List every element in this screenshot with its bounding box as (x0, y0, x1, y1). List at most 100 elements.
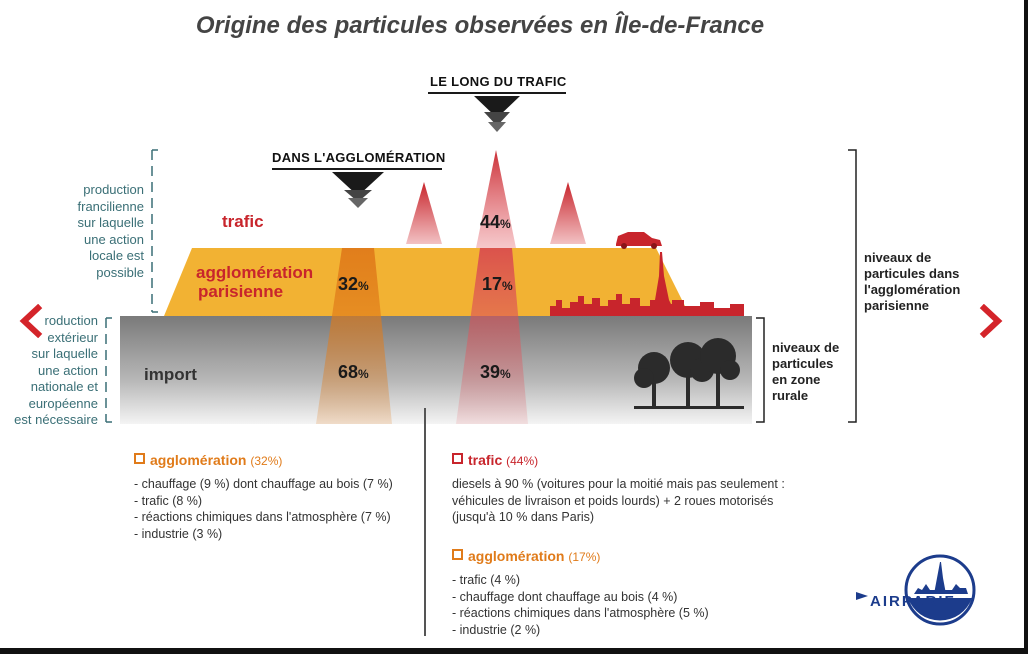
agglo-callout-arrow (272, 168, 442, 208)
legend-agglomeration2-list: - trafic (4 %) - chauffage dont chauffag… (452, 572, 709, 638)
pct-agglo-left: 32% (338, 274, 369, 295)
pct-agglo-right: 17% (482, 274, 513, 295)
list-item: véhicules de livraison et poids lourds) … (452, 493, 774, 508)
left-text-line: francilienne (77, 198, 145, 214)
list-item: - trafic (4 %) (452, 573, 521, 587)
label-urban-levels: niveaux de particules dans l'agglomérati… (864, 250, 960, 314)
eiffel-tower-icon (652, 252, 672, 306)
left-text-line: sur laquelle (77, 215, 145, 230)
pct-value: 68 (338, 362, 359, 382)
callout-agglomeration: DANS L'AGGLOMÉRATION (272, 150, 446, 165)
left-text-line: possible (96, 264, 144, 280)
layer-label-trafic: trafic (222, 212, 264, 231)
side-text-line: en zone (772, 372, 821, 387)
legend-trafic-list: diesels à 90 % (voitures pour la moitié … (452, 476, 785, 526)
list-item: - chauffage dont chauffage au bois (4 %) (452, 589, 678, 604)
legend-heading-text: trafic (468, 452, 503, 468)
pct-unit: % (358, 367, 369, 381)
trees-icon (634, 338, 744, 409)
left-text-line: nationale et (30, 379, 98, 394)
left-text-external: roduction extérieur sur laquelle une act… (0, 313, 98, 429)
list-item: - réactions chimiques dans l'atmosphère … (134, 510, 391, 524)
pct-value: 39 (480, 362, 501, 382)
legend-square-icon (134, 453, 145, 464)
pct-import-left: 68% (338, 362, 369, 383)
legend-square-icon (452, 453, 463, 464)
left-text-line: extérieur (47, 329, 98, 345)
eiffel-tower-icon (914, 562, 968, 594)
trafic-beam (456, 248, 528, 424)
left-text-line: sur laquelle (31, 346, 99, 361)
legend-heading-text: agglomération (468, 548, 565, 564)
layer-label-agglomeration: agglomération parisienne (196, 263, 313, 301)
side-text-line: particules (772, 356, 834, 371)
pct-trafic: 44% (480, 212, 511, 233)
legend-divider (424, 408, 426, 636)
left-bracket-top (151, 149, 158, 313)
pct-import-right: 39% (480, 362, 511, 383)
agglo-beam (316, 248, 392, 424)
legend-trafic-heading: trafic (44%) (452, 452, 538, 468)
list-item: - industrie (3 %) (134, 526, 223, 541)
side-text-line: rurale (772, 388, 809, 403)
car-icon (616, 232, 662, 249)
legend-share: (44%) (506, 454, 539, 468)
airparif-logo (856, 554, 976, 626)
layer-label-line: parisienne (198, 282, 284, 301)
side-text-line: niveaux de (864, 250, 932, 265)
legend-heading-text: agglomération (150, 452, 247, 468)
diagram-title: Origine des particules observées en Île-… (195, 12, 765, 39)
left-bracket-bottom (105, 317, 112, 423)
next-slide-button[interactable] (978, 304, 1004, 338)
chevron-left-icon (19, 304, 43, 338)
legend-agglomeration-list: - chauffage (9 %) dont chauffage au bois… (134, 476, 393, 542)
side-spike-right (550, 182, 586, 244)
legend-share: (32%) (250, 454, 283, 468)
left-text-local: production francilienne sur laquelle une… (40, 182, 145, 281)
list-item: diesels à 90 % (voitures pour la moitié … (452, 477, 785, 491)
side-text-line: particules dans (864, 266, 960, 281)
list-item: (jusqu'à 10 % dans Paris) (452, 510, 595, 524)
pct-value: 44 (480, 212, 501, 232)
right-bracket-urban (848, 149, 857, 423)
pct-unit: % (358, 279, 369, 293)
side-spike-left (406, 182, 442, 244)
side-text-line: parisienne (864, 298, 930, 313)
layer-label-line: agglomération (196, 263, 314, 282)
left-text-line: production (83, 182, 144, 197)
layer-label-import: import (144, 365, 197, 384)
list-item: - chauffage (9 %) dont chauffage au bois… (134, 477, 393, 491)
pct-unit: % (500, 217, 511, 231)
logo-text: AIRPARIF (870, 593, 956, 610)
pct-value: 17 (482, 274, 503, 294)
pct-value: 32 (338, 274, 359, 294)
list-item: - trafic (8 %) (134, 493, 203, 508)
pct-unit: % (500, 367, 511, 381)
pct-unit: % (502, 279, 513, 293)
legend-square-icon (452, 549, 463, 560)
side-text-line: niveaux de (772, 340, 840, 355)
legend-agglomeration2-heading: agglomération (17%) (452, 548, 600, 564)
trafic-callout-arrow (428, 92, 566, 132)
left-text-line: est nécessaire (14, 412, 98, 427)
agglomeration-layer (164, 248, 690, 316)
trafic-spike (476, 150, 516, 248)
legend-share: (17%) (568, 550, 601, 564)
side-text-line: l'agglomération (864, 282, 961, 297)
callout-trafic: LE LONG DU TRAFIC (430, 74, 567, 89)
left-text-line: une action (38, 362, 98, 378)
label-rural-levels: niveaux de particules en zone rurale (772, 340, 839, 404)
legend-agglomeration-heading: agglomération (32%) (134, 452, 282, 468)
chevron-right-icon (979, 304, 1003, 338)
right-bracket-rural (756, 317, 765, 423)
left-text-line: européenne (28, 395, 98, 411)
prev-slide-button[interactable] (18, 304, 44, 338)
left-text-line: une action (84, 231, 144, 247)
left-text-line: roduction (44, 313, 98, 328)
city-skyline (550, 294, 744, 316)
left-text-line: locale est (89, 248, 144, 263)
list-item: - réactions chimiques dans l'atmosphère … (452, 606, 709, 620)
list-item: - industrie (2 %) (452, 622, 541, 637)
